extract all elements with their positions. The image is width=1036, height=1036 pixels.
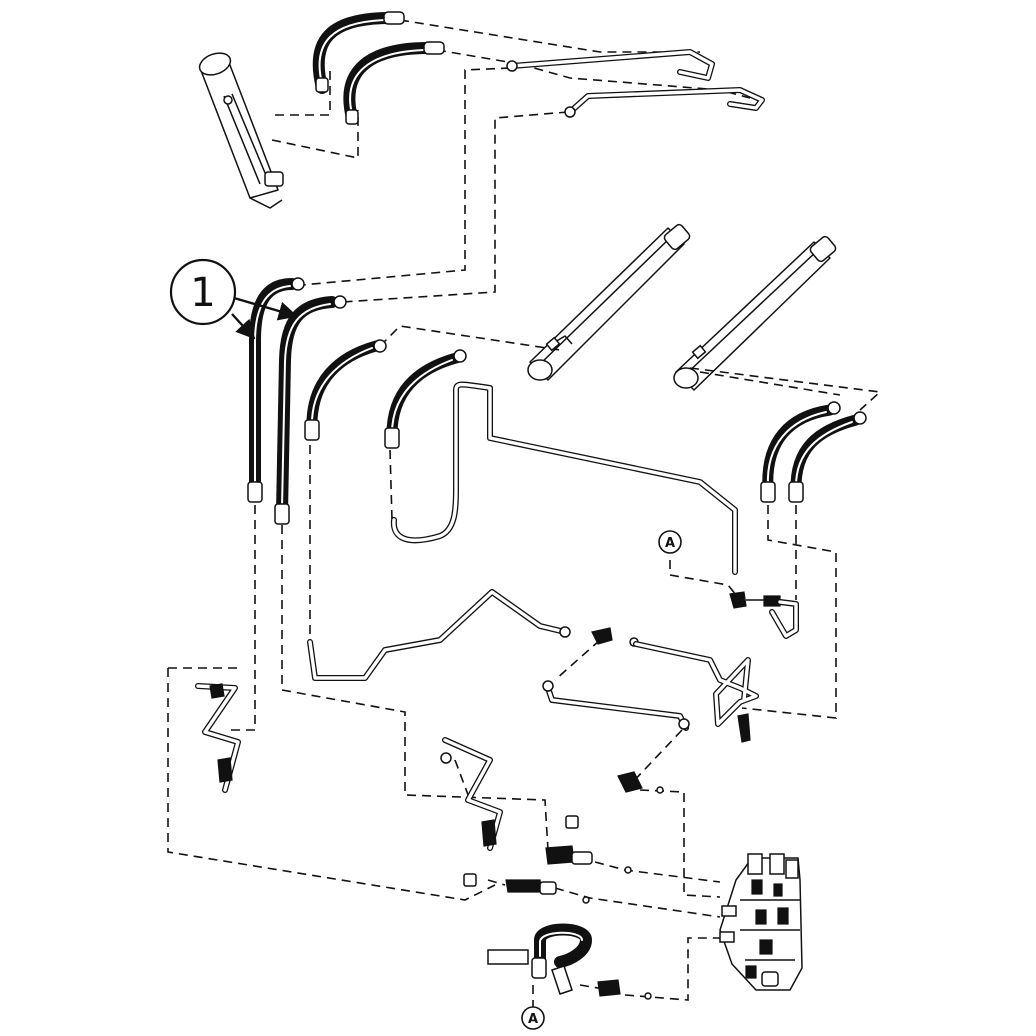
control-valve: [719, 853, 803, 991]
item-callout-1: 1: [169, 258, 298, 340]
right-hose-1: [760, 401, 841, 503]
bent-tube-left-1: [195, 683, 241, 793]
bent-tube-right: [633, 641, 759, 743]
reference-letter-lower: A: [528, 1012, 538, 1027]
tee-fitting-mid: [591, 627, 639, 647]
adapter-fittings-lower: [463, 771, 664, 1000]
reference-mark-a-lower: A: [521, 1006, 545, 1030]
lift-cylinder-left: [527, 223, 691, 381]
top-hose-1: [312, 11, 405, 94]
reference-mark-a-upper: A: [658, 530, 682, 554]
top-hydraulic-cylinder: [198, 52, 284, 209]
top-steel-tube-2: [564, 87, 765, 118]
mid-hose-1: [304, 339, 387, 441]
long-steel-tube-mid: [390, 381, 738, 575]
elbow-fitting-right: [729, 591, 799, 639]
bottom-hose: [487, 923, 592, 995]
right-hose-2: [788, 411, 867, 503]
reference-letter-upper: A: [665, 536, 675, 551]
top-hose-2: [343, 41, 445, 125]
top-steel-tube-1: [506, 49, 715, 81]
mid-hose-2: [384, 349, 467, 449]
callout-number: 1: [190, 270, 215, 316]
bent-tube-lower-mid: [542, 680, 690, 731]
long-steel-tube-lower: [307, 589, 571, 681]
bent-tube-left-2: [440, 737, 503, 851]
lift-cylinder-right: [673, 235, 837, 391]
